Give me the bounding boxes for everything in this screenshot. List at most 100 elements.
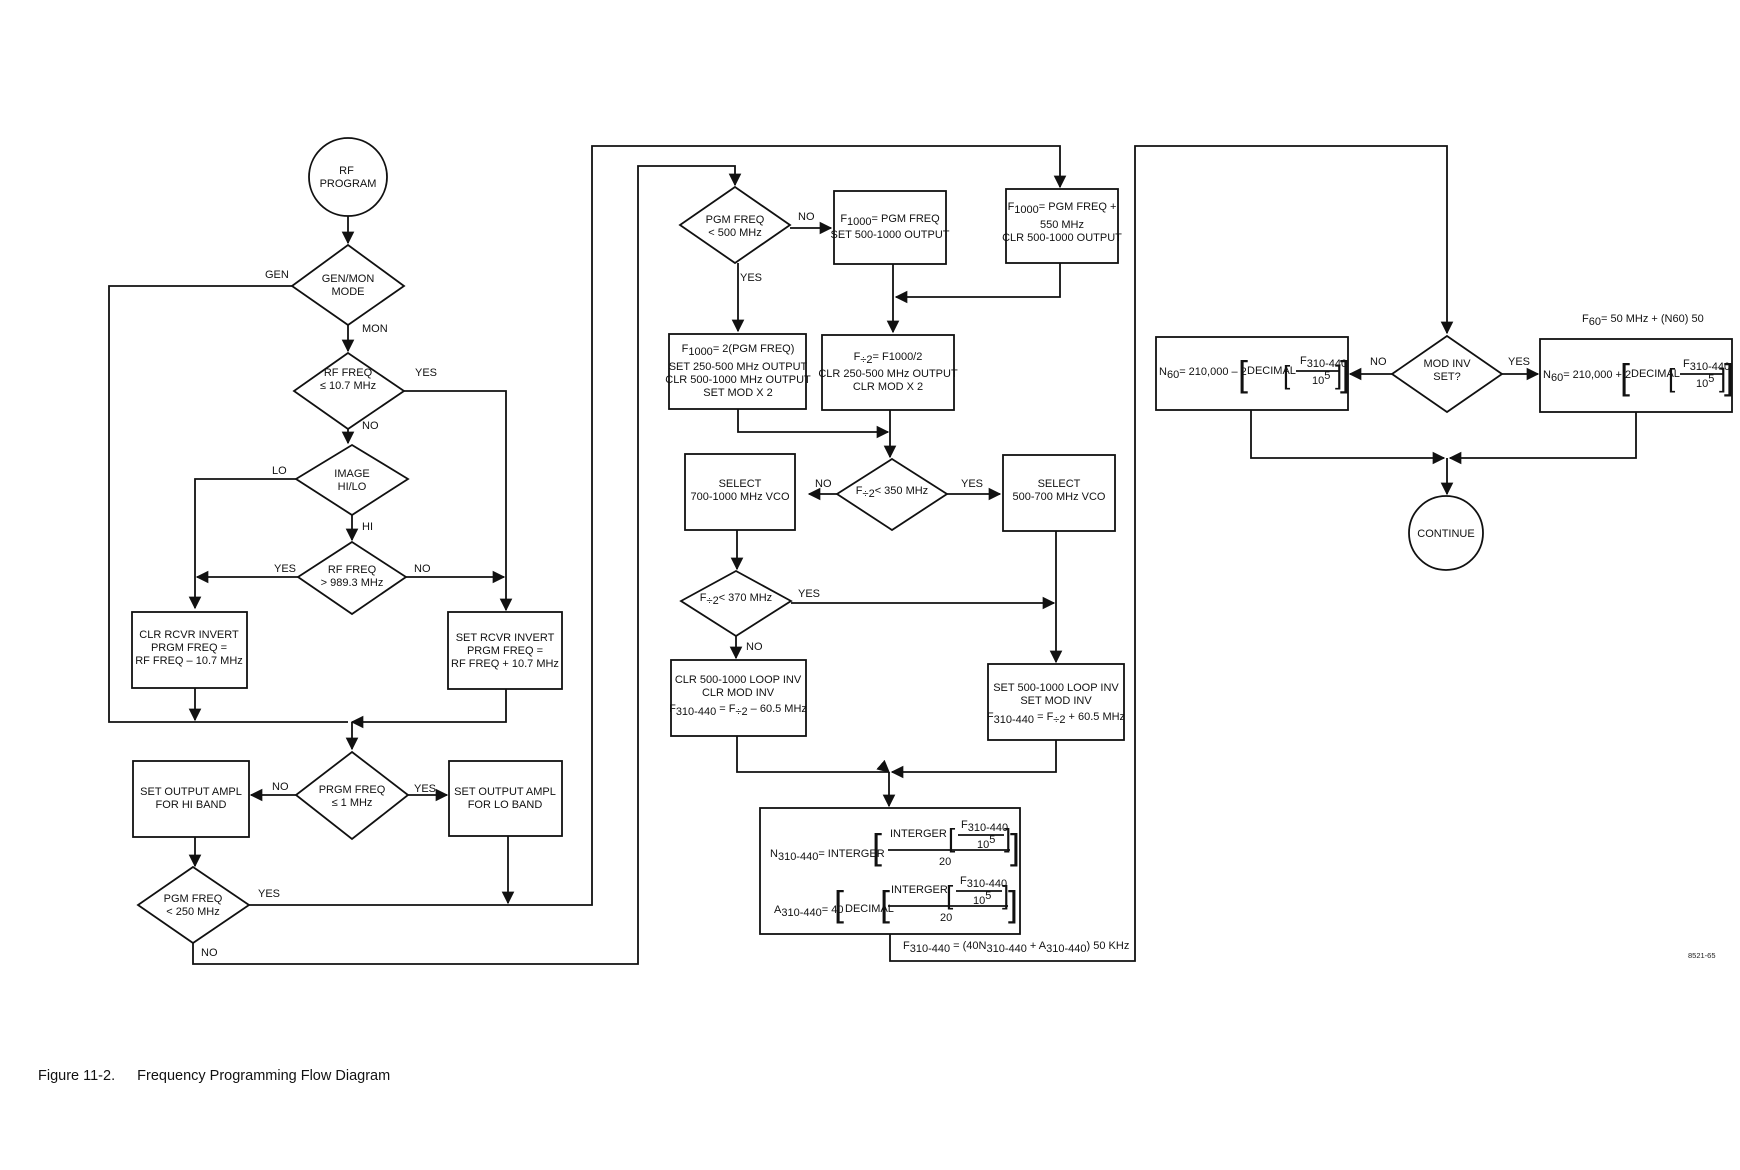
svg-text:[: [ [1238, 353, 1248, 394]
figure-caption: Figure 11-2. Frequency Programming Flow … [38, 1068, 390, 1084]
decision-rf-freq-gt-989-3 [296, 540, 408, 616]
svg-text:[: [ [1283, 360, 1291, 390]
figure-code: 8521-65 [1688, 951, 1716, 960]
svg-text:[: [ [834, 883, 844, 924]
svg-text:105: 105 [1312, 370, 1330, 387]
label-mon: MON [362, 323, 388, 335]
decision-mod-inv-set [1390, 334, 1504, 414]
label-yes: YES [274, 563, 296, 575]
process-f1000-pgm-freq [833, 190, 947, 265]
label-no: NO [362, 420, 379, 432]
process-select-500-700-vco [1002, 454, 1116, 532]
process-set-loop-inv [987, 663, 1125, 741]
end-continue [1408, 495, 1484, 571]
decision-image-hi-lo [294, 443, 410, 517]
process-output-ampl-hi-band [132, 760, 250, 838]
svg-text:DECIMAL: DECIMAL [1247, 365, 1296, 377]
svg-text:DECIMAL: DECIMAL [845, 903, 894, 915]
process-n310-a310-formulas [759, 807, 1021, 935]
fdiv2-370-label: F÷2< 370 MHz [700, 592, 772, 607]
label-no: NO [272, 781, 289, 793]
svg-text:105: 105 [977, 834, 995, 851]
process-select-700-1000-vco [684, 453, 796, 531]
decision-fdiv2-lt-350 [835, 457, 949, 532]
svg-text:]: ] [1010, 826, 1020, 867]
svg-text:20: 20 [939, 856, 951, 868]
figure-title: Frequency Programming Flow Diagram [137, 1068, 391, 1084]
svg-text:PGM FREQ< 250 MHz: PGM FREQ< 250 MHz [164, 893, 223, 918]
f310-plus-label: F310-440 = F÷2 + 60.5 MHz [987, 711, 1125, 726]
fdiv2-label: F÷2= F1000/2 [854, 351, 923, 366]
n60-plus-label: N60= 210,000 + 2 [1543, 369, 1631, 384]
process-output-ampl-lo-band [448, 760, 563, 837]
rf-program-text: RF PROGRAM [320, 165, 377, 190]
process-clr-loop-inv [670, 659, 807, 737]
f1000-2x-label: F1000= 2(PGM FREQ) [682, 343, 795, 358]
figure-number: Figure 11-2. [38, 1068, 116, 1084]
a310-eq-label: A310-440= 40 [774, 904, 843, 919]
label-no: NO [201, 947, 218, 959]
svg-text:]: ] [1002, 880, 1009, 910]
n60-minus-label: N60= 210,000 – 2 [1159, 366, 1247, 381]
start-rf-program [308, 137, 388, 217]
svg-text:SET 500-1000 OUTPUT: SET 500-1000 OUTPUT [830, 229, 949, 241]
f1000-plus-label: F1000= PGM FREQ + [1008, 201, 1117, 216]
svg-text:]: ] [1719, 363, 1726, 393]
svg-text:]: ] [1004, 823, 1011, 853]
label-gen: GEN [265, 269, 289, 281]
fdiv2-350-label: F÷2< 350 MHz [856, 485, 928, 500]
svg-text:[: [ [948, 823, 956, 853]
svg-text:]: ] [1008, 883, 1018, 924]
svg-text:PRGM FREQ≤ 1 MHz: PRGM FREQ≤ 1 MHz [319, 784, 386, 809]
label-yes: YES [740, 272, 762, 284]
decision-pgm-freq-lt-500 [678, 185, 792, 265]
label-yes: YES [415, 367, 437, 379]
svg-text:[: [ [872, 826, 882, 867]
label-yes: YES [961, 478, 983, 490]
svg-text:105: 105 [973, 890, 991, 907]
svg-text:]: ] [1724, 356, 1734, 397]
svg-text:F310-440: F310-440 [960, 875, 1007, 890]
f310-final-label: F310-440 = (40N310-440 + A310-440) 50 KH… [903, 940, 1129, 955]
process-clr-rcvr-invert [131, 611, 248, 689]
svg-text:]: ] [1340, 353, 1350, 394]
svg-text:]: ] [1335, 360, 1342, 390]
f60-label: F60= 50 MHz + (N60) 50 [1582, 313, 1704, 328]
process-f1000-plus-550 [1005, 188, 1119, 264]
f310-minus-label: F310-440 = F÷2 – 60.5 MHz [669, 703, 807, 718]
label-hi: HI [362, 521, 373, 533]
process-set-rcvr-invert [447, 611, 563, 690]
n310-eq-label: N310-440= INTERGER [770, 848, 885, 863]
svg-text:INTERGER: INTERGER [890, 828, 947, 840]
label-lo: LO [272, 465, 287, 477]
label-no: NO [1370, 356, 1387, 368]
label-yes: YES [798, 588, 820, 600]
svg-text:F310-440: F310-440 [1300, 355, 1347, 370]
label-no: NO [798, 211, 815, 223]
svg-text:[: [ [1620, 356, 1630, 397]
svg-text:20: 20 [940, 912, 952, 924]
process-n60-minus [1155, 336, 1349, 411]
svg-text:RF FREQ> 989.3 MHz: RF FREQ> 989.3 MHz [321, 564, 384, 589]
svg-text:[: [ [880, 883, 890, 924]
label-no: NO [746, 641, 763, 653]
decision-pgm-freq-lt-250 [136, 865, 251, 945]
svg-text:PGM FREQ< 500 MHz: PGM FREQ< 500 MHz [706, 214, 765, 239]
svg-text:F310-440: F310-440 [961, 819, 1008, 834]
svg-text:105: 105 [1696, 373, 1714, 390]
